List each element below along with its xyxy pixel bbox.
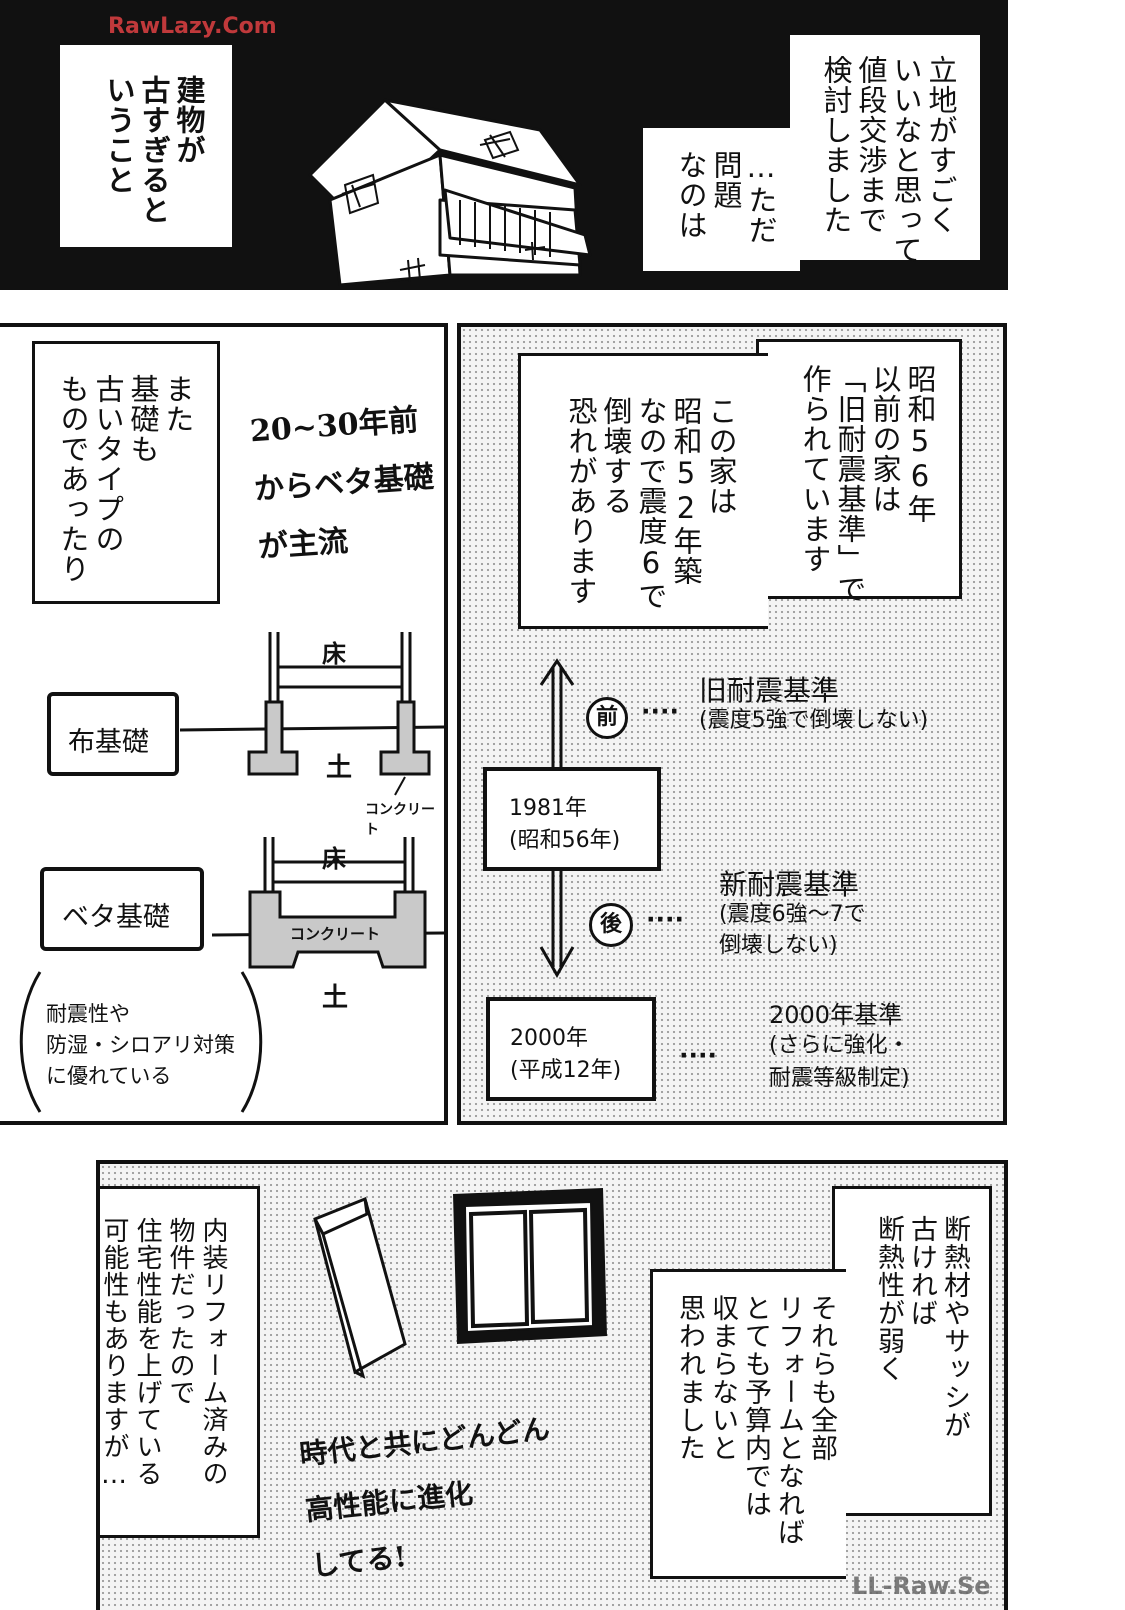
year-2000-box: 2000年 (平成12年) [486,997,656,1101]
std-2000-title: 2000年基準 [769,1001,903,1029]
new-standard-desc: (震度6強～7で 倒壊しない) [719,902,866,958]
std-2000-desc: (さらに強化・ 耐震等級制定) [769,1033,910,1091]
nuno-kiso-label-box: 布基礎 [47,692,179,776]
handwritten-evolving-performance: 時代と共にどんどん 高性能に進化 してる! [298,1412,552,1583]
timeline-arrow [539,658,575,979]
panel-insulation: 内装リフォーム済みの 物件だったので 住宅性能を上げている 可能性もありますが…… [96,1160,1008,1610]
beta-kiso-label-box: ベタ基礎 [40,867,204,951]
panel-1: RawLazy.Com 建物が 古すぎると いうこと 立地がすごく いいなと思っ… [0,0,1008,290]
beta-soil-label: 土 [322,983,349,1013]
caption-renovated-interior: 内装リフォーム済みの 物件だったので 住宅性能を上げている 可能性もありますが… [99,1186,260,1538]
year-1981-box: 1981年 (昭和56年) [483,767,661,871]
caption-price-negotiation-text: 立地がすごく いいなと思って 値段交渉まで 検討しました [819,55,958,265]
watermark-top: RawLazy.Com [108,14,277,39]
caption-price-negotiation: 立地がすごく いいなと思って 値段交渉まで 検討しました [790,35,980,265]
caption-old-foundation-text: また 基礎も 古いタイプの ものであったり [56,374,195,584]
nuno-concrete-label: コンクリート [365,802,435,838]
caption-this-house-risk: この家は 昭和52年築 なので震度6で 倒壊する 恐れがあります [518,353,768,629]
watermark-bottom: LL-Raw.Se [852,1572,991,1600]
year-2000-label: 2000年 (平成12年) [510,1026,622,1083]
beta-concrete-slab [248,890,427,969]
caption-showa56-standard: 昭和56年 以前の家は 「旧耐震基準」で 作られています [756,339,962,604]
nuno-kiso-diagram [180,632,444,796]
caption-insulation-weak: 断熱材やサッシが 古ければ 断熱性が弱く [832,1186,992,1516]
beta-kiso-advantages: 耐震性や 防湿・シロアリ対策 に優れている [46,1002,235,1088]
new-standard-title: 新耐震基準 [719,868,860,901]
old-standard-title: 旧耐震基準 [699,674,840,707]
handwritten-note-beta-mainstream: 20~30年前 からベタ基礎 が主流 [248,402,435,566]
panel-earthquake-standards: 昭和56年 以前の家は 「旧耐震基準」で 作られています この家は 昭和52年築… [457,323,1007,1125]
old-standard-desc: (震度5強で倒壊しない) [699,708,929,733]
year-1981-label: 1981年 (昭和56年) [509,796,621,853]
std-2000-dots: ···· [679,1041,717,1070]
old-house-illustration [308,98,592,287]
old-standard-badge: 前 [586,697,628,739]
beta-kiso-diagram [211,837,444,969]
caption-showa56-standard-text: 昭和56年 以前の家は 「旧耐震基準」で 作られています [798,364,937,604]
note-bracket [19,971,263,1113]
caption-but-problem-text: …ただ 問題 なのは [674,150,778,245]
beta-concrete-label: コンクリート [290,925,381,943]
caption-but-problem: …ただ 問題 なのは [643,128,800,271]
old-standard-dots: ···· [641,697,679,726]
insulation-board-icon [313,1196,407,1379]
caption-renovated-interior-text: 内装リフォーム済みの 物件だったので 住宅性能を上げている 可能性もありますが… [99,1217,228,1491]
nuno-floor-label: 床 [322,639,346,668]
nuno-kiso-label: 布基礎 [68,727,149,758]
caption-building-too-old: 建物が 古すぎると いうこと [60,45,232,247]
caption-building-too-old-text: 建物が 古すぎると いうこと [102,75,206,225]
beta-kiso-label: ベタ基礎 [62,902,170,933]
window-sash-icon [453,1188,607,1344]
old-standard-badge-text: 前 [595,705,618,730]
caption-over-budget: それらも全部 リフォームとなれば とても予算内では 収まらないと 思われました [650,1269,846,1579]
new-standard-dots: ···· [646,905,684,934]
caption-insulation-weak-text: 断熱材やサッシが 古ければ 断熱性が弱く [873,1215,970,1439]
panel-foundations: また 基礎も 古いタイプの ものであったり 20~30年前 からベタ基礎 が主流… [0,323,448,1125]
caption-over-budget-text: それらも全部 リフォームとなれば とても予算内では 収まらないと 思われました [674,1294,837,1546]
new-standard-badge: 後 [589,903,633,947]
caption-old-foundation: また 基礎も 古いタイプの ものであったり [32,341,220,604]
caption-this-house-risk-text: この家は 昭和52年築 なので震度6で 倒壊する 恐れがあります [564,396,738,611]
house-icon [308,98,592,287]
nuno-soil-label: 土 [326,753,353,783]
beta-floor-label: 床 [322,844,346,873]
new-standard-badge-text: 後 [599,912,622,937]
